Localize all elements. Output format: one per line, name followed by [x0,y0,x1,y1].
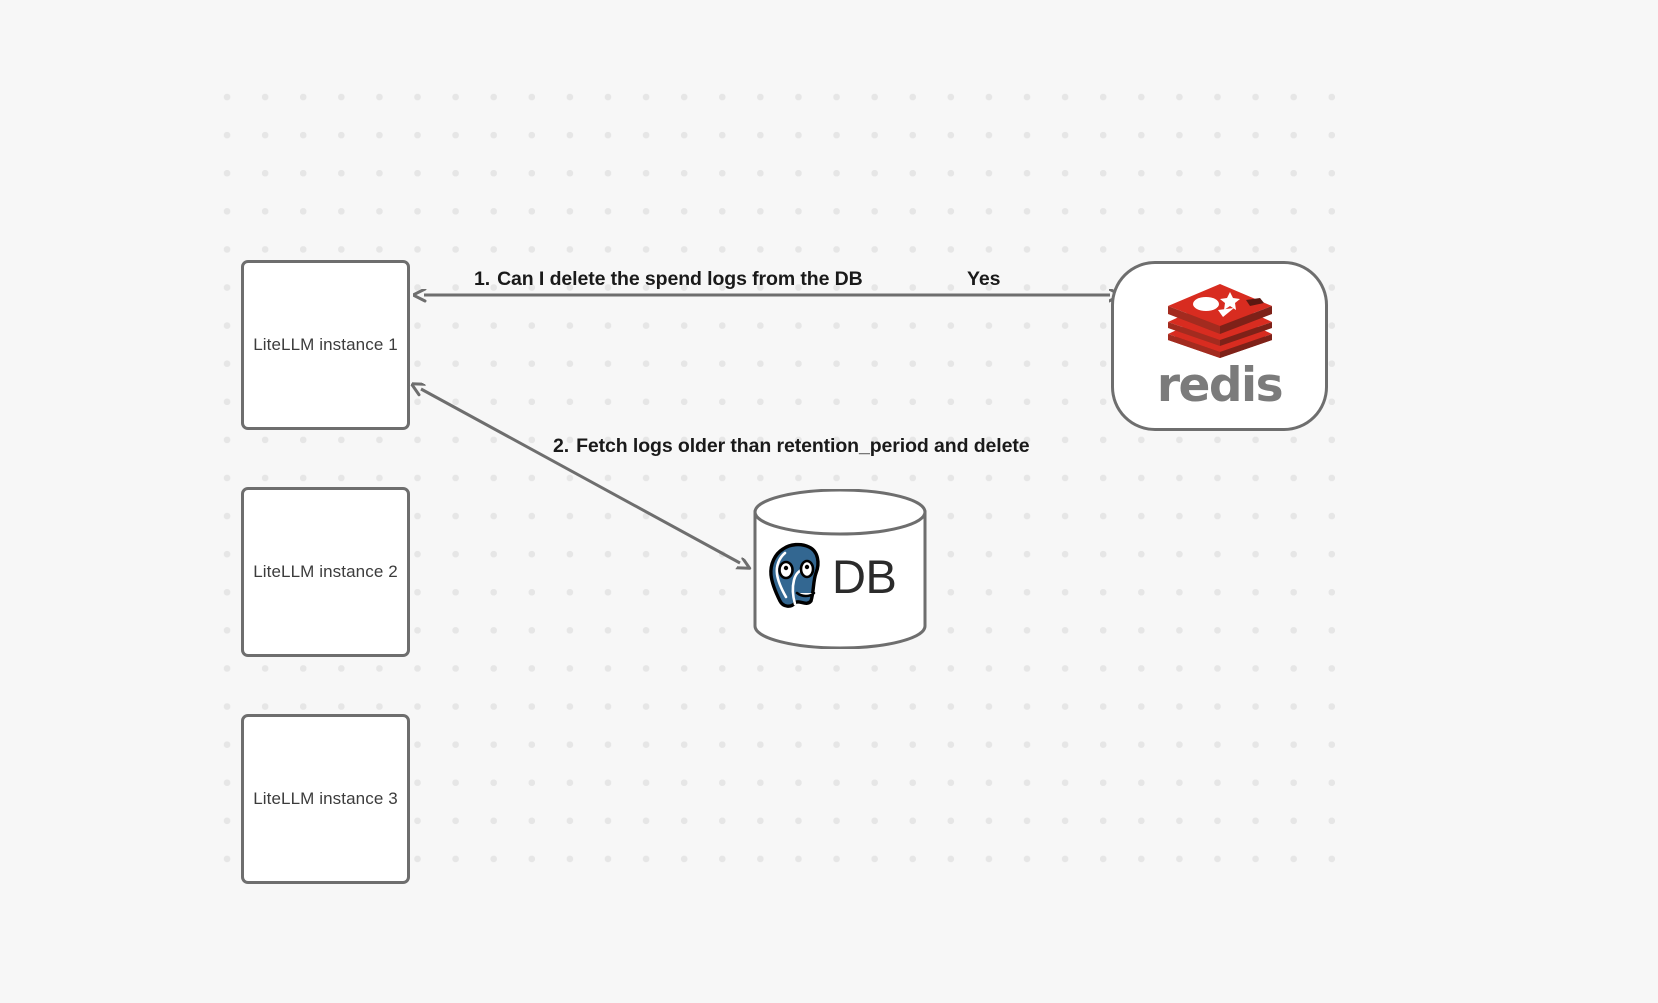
edge-2-connector [421,389,740,563]
node-postgres-db[interactable]: DB [752,488,928,650]
node-litellm-instance-2[interactable]: LiteLLM instance 2 [241,487,410,657]
edge-1-label: 1. Can I delete the spend logs from the D… [474,268,863,291]
db-label: DB [832,550,897,603]
redis-wordmark: redis [1156,357,1284,413]
node-litellm-instance-3[interactable]: LiteLLM instance 3 [241,714,410,884]
node-label: LiteLLM instance 3 [253,789,398,808]
edge-2-label: 2. Fetch logs older than retention_period… [553,435,1030,458]
edge-1-text: Can I delete the spend logs from the DB [497,268,863,290]
postgresql-elephant-icon [764,541,830,609]
edge-2-number: 2. [553,435,570,457]
node-label: LiteLLM instance 2 [253,562,398,581]
node-redis[interactable]: redis [1111,261,1328,431]
edge-1-reply-label: Yes [967,268,1001,290]
edge-1-number: 1. [474,268,491,290]
redis-logo-icon [1164,283,1276,360]
node-litellm-instance-1[interactable]: LiteLLM instance 1 [241,260,410,430]
node-label: LiteLLM instance 1 [253,335,398,354]
edge-2-text: Fetch logs older than retention_period a… [576,435,1030,457]
